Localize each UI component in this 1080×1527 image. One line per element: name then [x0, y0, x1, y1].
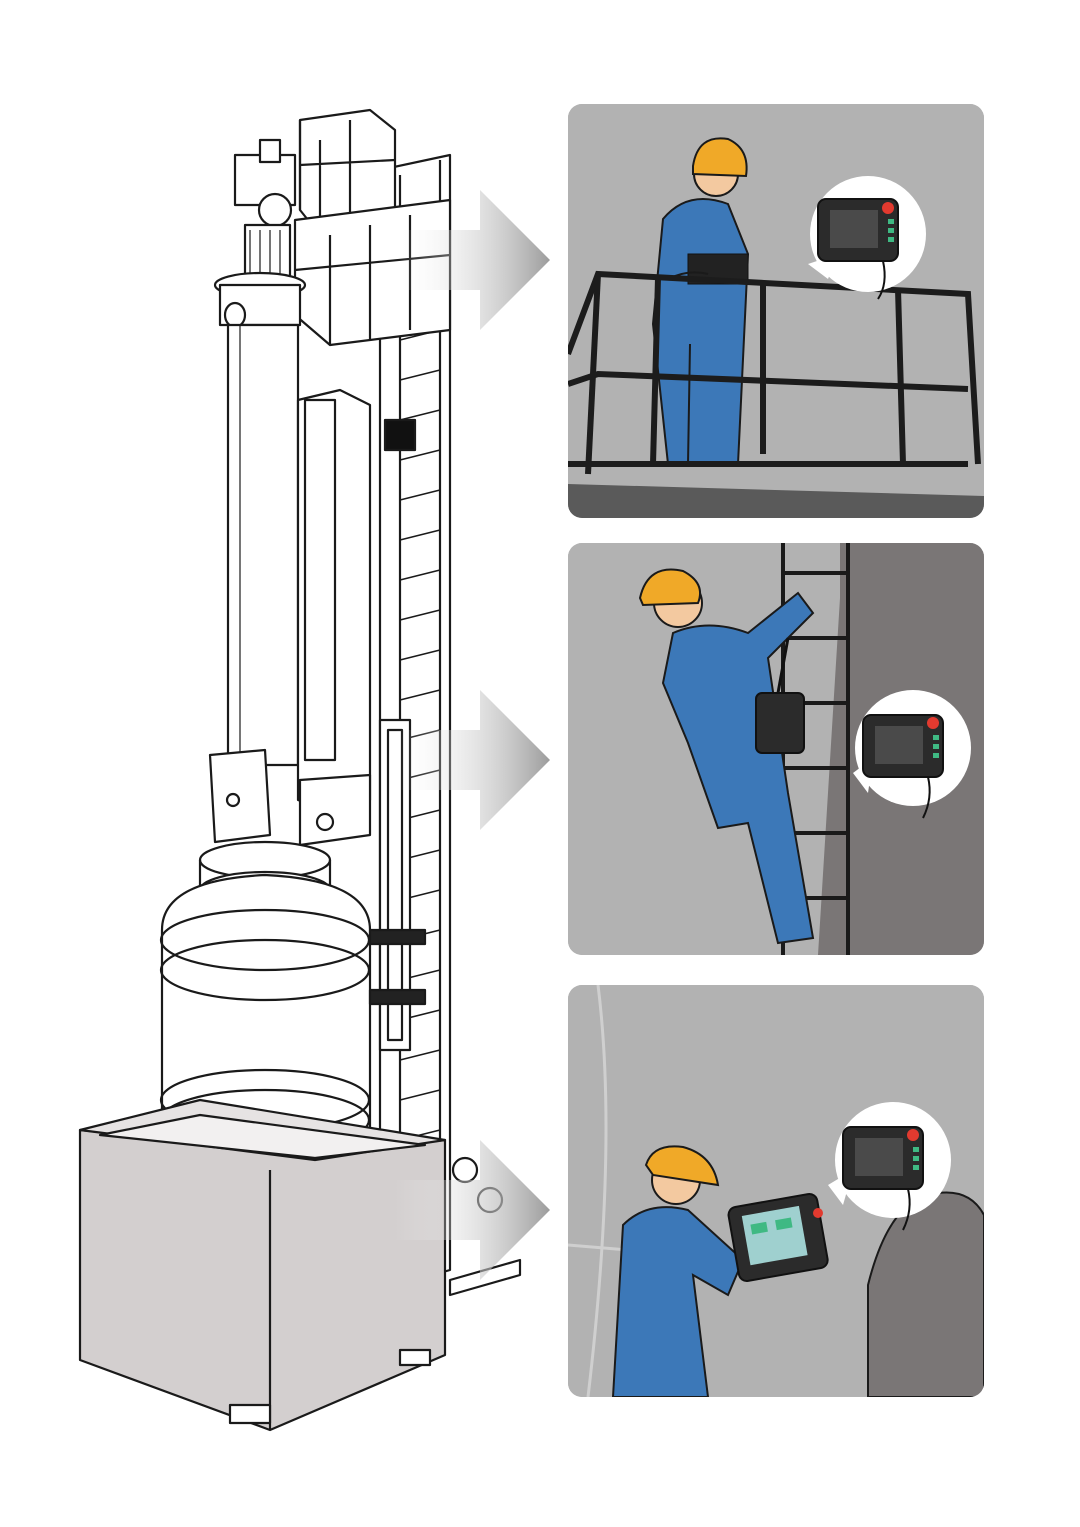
handheld-pendant-icon	[862, 714, 944, 819]
panel-worker-on-platform	[568, 104, 984, 518]
pointer-arrow	[395, 690, 550, 830]
panel-worker-on-ladder	[568, 543, 984, 955]
handheld-pendant-icon	[817, 198, 899, 300]
tablet-pendant	[727, 1193, 829, 1282]
worker-figure	[611, 1145, 745, 1397]
worker-figure	[651, 137, 750, 465]
pointer-arrow	[395, 190, 550, 330]
handheld-pendant-icon	[842, 1126, 924, 1231]
pointer-arrow	[395, 1140, 550, 1280]
panel-worker-with-tablet	[568, 985, 984, 1397]
worker-figure	[638, 568, 815, 945]
